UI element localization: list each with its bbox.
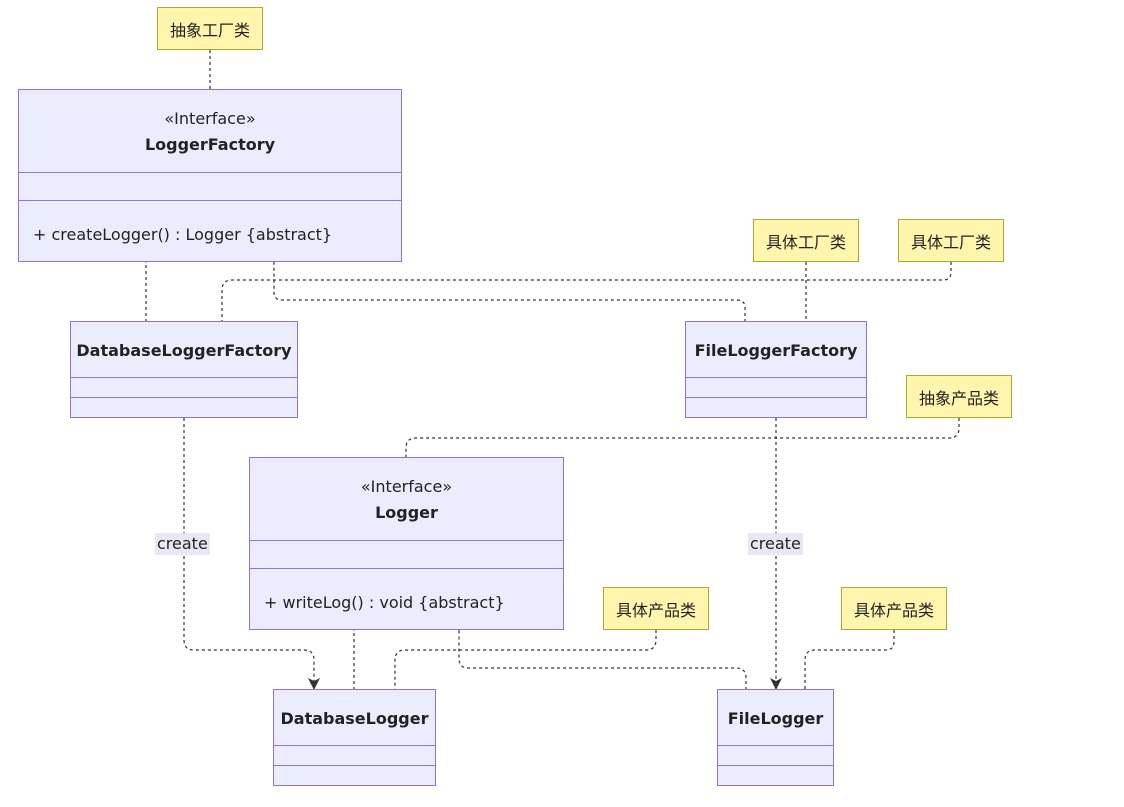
separator: [19, 200, 401, 201]
class-database-logger-factory[interactable]: DatabaseLoggerFactory: [70, 321, 298, 418]
note-link-concrete-product-2: [804, 630, 895, 690]
separator: [686, 397, 866, 398]
class-file-logger[interactable]: FileLogger: [717, 689, 834, 786]
separator: [19, 172, 401, 173]
note-link-concrete-factory-2: [221, 262, 952, 322]
note-concrete-product-2: 具体产品类: [841, 587, 947, 630]
class-name: FileLoggerFactory: [694, 341, 858, 360]
class-database-logger[interactable]: DatabaseLogger: [273, 689, 436, 786]
class-name: DatabaseLogger: [280, 709, 429, 728]
realization-flf-to-loggerfactory: [274, 262, 746, 322]
note-link-abstract-product: [405, 418, 960, 458]
note-abstract-product: 抽象产品类: [906, 375, 1012, 418]
class-logger-factory[interactable]: «Interface» LoggerFactory + createLogger…: [18, 89, 402, 262]
realization-filelogger-to-logger: [459, 630, 747, 690]
class-logger[interactable]: «Interface» Logger + writeLog() : void {…: [249, 457, 564, 630]
note-concrete-factory-1: 具体工厂类: [753, 219, 859, 262]
stereotype-label: «Interface»: [164, 109, 256, 128]
note-abstract-factory: 抽象工厂类: [157, 7, 263, 50]
method: + writeLog() : void {abstract}: [264, 593, 505, 612]
class-name: FileLogger: [727, 709, 824, 728]
class-name: DatabaseLoggerFactory: [76, 341, 292, 360]
edge-label-create-db: create: [155, 533, 210, 555]
stereotype-label: «Interface»: [360, 477, 453, 496]
separator: [274, 765, 435, 766]
separator: [274, 745, 435, 746]
separator: [686, 377, 866, 378]
note-link-concrete-product-1: [394, 630, 657, 690]
class-name: LoggerFactory: [144, 135, 276, 154]
create-dblf-to-dblogger: [183, 418, 320, 690]
separator: [71, 377, 297, 378]
note-concrete-factory-2: 具体工厂类: [898, 219, 1004, 262]
class-file-logger-factory[interactable]: FileLoggerFactory: [685, 321, 867, 418]
class-name: Logger: [375, 503, 438, 522]
separator: [718, 765, 833, 766]
edge-label-create-file: create: [748, 533, 803, 555]
separator: [250, 540, 563, 541]
method: + createLogger() : Logger {abstract}: [33, 225, 333, 244]
separator: [250, 568, 563, 569]
separator: [718, 745, 833, 746]
note-concrete-product-1: 具体产品类: [603, 587, 709, 630]
separator: [71, 397, 297, 398]
